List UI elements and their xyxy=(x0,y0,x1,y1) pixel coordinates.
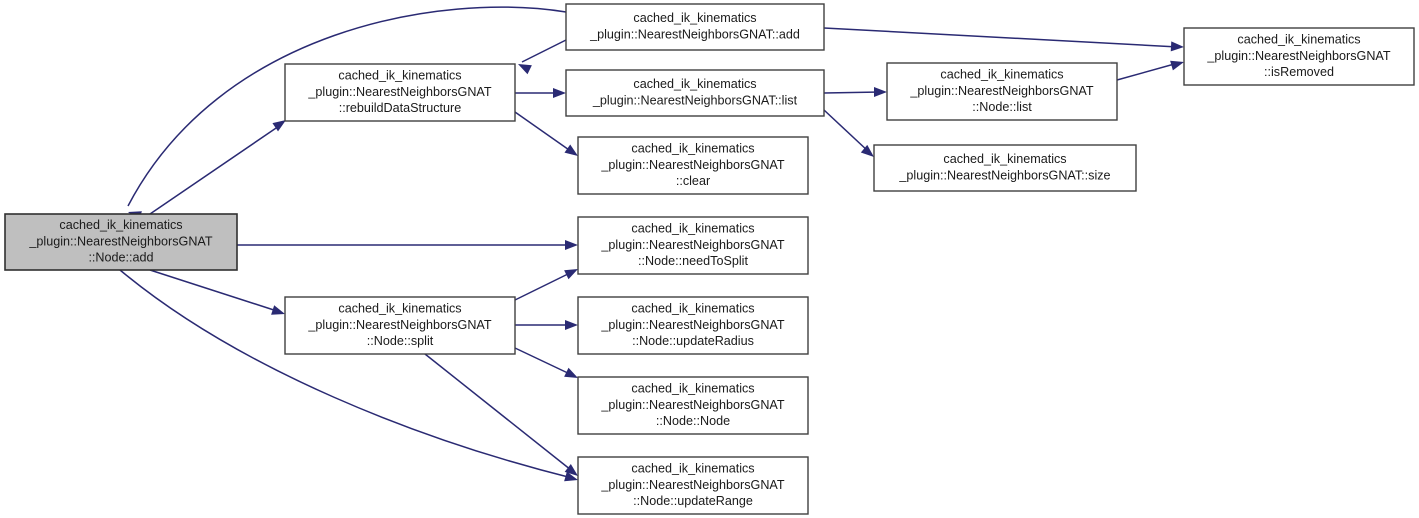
graph-node-node_list[interactable]: cached_ik_kinematics_plugin::NearestNeig… xyxy=(886,62,1118,121)
call-edge-arrowhead xyxy=(564,471,578,482)
node-label-line: _plugin::NearestNeighborsGNAT xyxy=(909,84,1093,98)
node-label-line: cached_ik_kinematics xyxy=(1237,32,1360,46)
node-label-line: _plugin::NearestNeighborsGNAT xyxy=(307,85,491,99)
node-label-line: _plugin::NearestNeighborsGNAT xyxy=(600,158,784,172)
node-label-line: ::Node::split xyxy=(367,334,434,348)
node-label-line: cached_ik_kinematics xyxy=(631,461,754,475)
node-label-line: ::Node::list xyxy=(972,100,1032,114)
node-label-line: cached_ik_kinematics xyxy=(631,141,754,155)
node-label-line: cached_ik_kinematics xyxy=(633,11,756,25)
node-label-line: _plugin::NearestNeighborsGNAT xyxy=(1206,49,1390,63)
call-edge xyxy=(823,109,870,153)
node-label-line: cached_ik_kinematics xyxy=(940,67,1063,81)
call-edge-arrowhead xyxy=(564,464,578,476)
call-edge xyxy=(149,123,283,215)
graph-node-node_add[interactable]: cached_ik_kinematics_plugin::NearestNeig… xyxy=(4,213,238,271)
node-box[interactable] xyxy=(1183,27,1415,86)
node-label-line: cached_ik_kinematics xyxy=(633,77,756,91)
call-edge-arrowhead xyxy=(874,87,887,97)
node-label-line: ::Node::updateRange xyxy=(633,494,753,508)
node-label-line: ::Node::Node xyxy=(656,414,730,428)
node-box[interactable] xyxy=(4,213,238,271)
call-edge xyxy=(424,353,572,471)
call-edge-arrowhead xyxy=(518,64,532,75)
node-label-line: cached_ik_kinematics xyxy=(631,381,754,395)
node-label-line: ::Node::needToSplit xyxy=(638,254,748,268)
node-box[interactable] xyxy=(577,376,809,435)
call-edge xyxy=(514,111,573,153)
graph-node-clear[interactable]: cached_ik_kinematics_plugin::NearestNeig… xyxy=(577,136,809,195)
node-label-line: _plugin::NearestNeighborsGNAT xyxy=(600,238,784,252)
node-label-line: cached_ik_kinematics xyxy=(338,301,461,315)
node-label-line: cached_ik_kinematics xyxy=(631,221,754,235)
node-box[interactable] xyxy=(577,296,809,355)
node-label-line: cached_ik_kinematics xyxy=(943,152,1066,166)
call-edge-arrowhead xyxy=(272,120,286,132)
node-box[interactable] xyxy=(284,63,516,122)
graph-node-size[interactable]: cached_ik_kinematics_plugin::NearestNeig… xyxy=(873,144,1137,192)
graph-node-updaterange[interactable]: cached_ik_kinematics_plugin::NearestNeig… xyxy=(577,456,809,515)
call-edge-arrowhead xyxy=(564,144,578,156)
node-label-line: ::rebuildDataStructure xyxy=(339,101,462,115)
node-label-line: ::Node::updateRadius xyxy=(632,334,754,348)
call-edge-arrowhead xyxy=(1170,41,1184,52)
call-edge-arrowhead xyxy=(1170,60,1184,71)
node-label-line: cached_ik_kinematics xyxy=(631,301,754,315)
graph-node-rebuild[interactable]: cached_ik_kinematics_plugin::NearestNeig… xyxy=(284,63,516,122)
node-label-line: _plugin::NearestNeighborsGNAT xyxy=(600,318,784,332)
call-edge xyxy=(119,269,573,479)
edge-layer xyxy=(119,6,1184,482)
node-box[interactable] xyxy=(577,136,809,195)
call-edge xyxy=(127,6,567,207)
call-edge-arrowhead xyxy=(860,144,874,157)
node-label-line: _plugin::NearestNeighborsGNAT::add xyxy=(589,28,800,42)
graph-node-add[interactable]: cached_ik_kinematics_plugin::NearestNeig… xyxy=(565,3,825,51)
node-box[interactable] xyxy=(284,296,516,355)
node-label-line: ::Node::add xyxy=(88,251,153,265)
call-edge xyxy=(514,271,573,301)
node-box[interactable] xyxy=(577,216,809,275)
call-edge-arrowhead xyxy=(565,240,578,250)
graph-node-needtosplit[interactable]: cached_ik_kinematics_plugin::NearestNeig… xyxy=(577,216,809,275)
node-label-line: _plugin::NearestNeighborsGNAT xyxy=(28,234,212,248)
graph-node-updateradius[interactable]: cached_ik_kinematics_plugin::NearestNeig… xyxy=(577,296,809,355)
call-edge xyxy=(1116,62,1179,81)
node-label-line: cached_ik_kinematics xyxy=(338,68,461,82)
node-label-line: _plugin::NearestNeighborsGNAT xyxy=(307,318,491,332)
call-edge-arrowhead xyxy=(565,320,578,330)
node-box[interactable] xyxy=(565,3,825,51)
graph-node-split[interactable]: cached_ik_kinematics_plugin::NearestNeig… xyxy=(284,296,516,355)
node-label-line: _plugin::NearestNeighborsGNAT xyxy=(600,478,784,492)
call-edge-arrowhead xyxy=(564,367,578,378)
node-box[interactable] xyxy=(873,144,1137,192)
call-edge-arrowhead xyxy=(271,305,285,315)
graph-node-node_node[interactable]: cached_ik_kinematics_plugin::NearestNeig… xyxy=(577,376,809,435)
node-label-line: _plugin::NearestNeighborsGNAT::list xyxy=(592,94,798,108)
node-label-line: ::isRemoved xyxy=(1264,65,1334,79)
call-edge-arrowhead xyxy=(553,88,566,98)
call-edge xyxy=(823,27,1179,48)
node-box[interactable] xyxy=(886,62,1118,121)
call-edge xyxy=(149,269,281,313)
call-edge xyxy=(521,39,567,63)
call-edge xyxy=(514,347,573,376)
graph-node-isremoved[interactable]: cached_ik_kinematics_plugin::NearestNeig… xyxy=(1183,27,1415,86)
node-label-line: _plugin::NearestNeighborsGNAT xyxy=(600,398,784,412)
graph-node-list[interactable]: cached_ik_kinematics_plugin::NearestNeig… xyxy=(565,69,825,117)
node-label-line: cached_ik_kinematics xyxy=(59,218,182,232)
node-layer: cached_ik_kinematics_plugin::NearestNeig… xyxy=(4,3,1415,515)
node-label-line: ::clear xyxy=(676,174,710,188)
node-label-line: _plugin::NearestNeighborsGNAT::size xyxy=(898,169,1110,183)
node-box[interactable] xyxy=(577,456,809,515)
node-box[interactable] xyxy=(565,69,825,117)
call-edge-arrowhead xyxy=(564,269,578,280)
call-edge xyxy=(823,91,882,94)
